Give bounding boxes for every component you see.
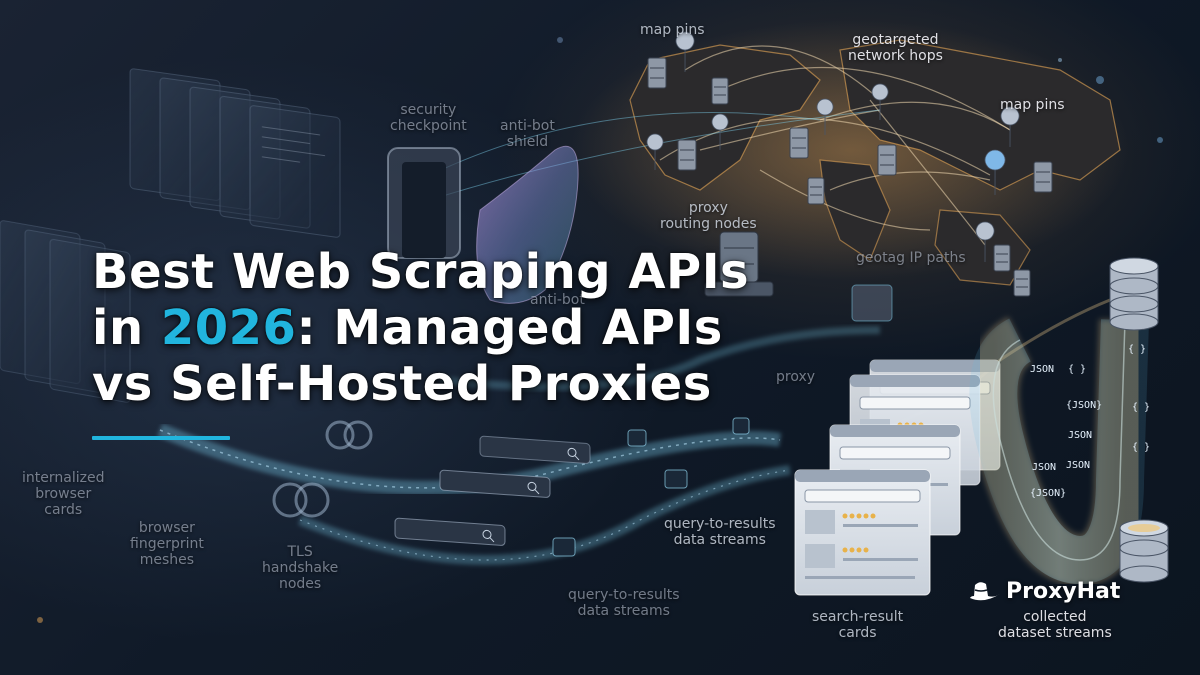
label-anti-bot-faded: anti-bot xyxy=(530,292,585,308)
stream-token: JSON xyxy=(1066,460,1090,471)
label-geotargeted-network-hops: geotargeted network hops xyxy=(848,32,943,64)
title-year-highlight: 2026 xyxy=(160,300,297,356)
label-geotag-ip-paths: geotag IP paths xyxy=(856,250,966,266)
map-pin-icon xyxy=(646,31,1020,263)
label-proxy-faded: proxy xyxy=(776,369,816,385)
page-title: Best Web Scraping APIs in 2026: Managed … xyxy=(92,244,749,412)
label-proxy-routing-nodes: proxy routing nodes xyxy=(660,200,757,232)
dataset-stream-tube xyxy=(967,316,1151,587)
title-accent-underline xyxy=(92,436,230,440)
hat-icon xyxy=(970,582,1000,601)
title-line-2-suffix: : Managed APIs xyxy=(296,300,723,356)
anti-bot-shield xyxy=(476,145,579,304)
bokeh-lights xyxy=(37,37,1163,623)
label-search-result-cards: search-result cards xyxy=(812,609,904,641)
label-internalized-browser-cards: internalized browser cards xyxy=(22,470,105,518)
label-tls-handshake-nodes: TLS handshake nodes xyxy=(262,544,339,592)
label-query-results-mid: query-to-results data streams xyxy=(664,516,776,548)
title-line-2: in 2026: Managed APIs xyxy=(92,300,749,356)
stream-token: { } xyxy=(1132,442,1150,453)
stream-token: {JSON} xyxy=(1066,400,1102,411)
title-line-2-prefix: in xyxy=(92,300,161,356)
label-query-results-bottom: query-to-results data streams xyxy=(568,587,680,619)
stream-token: { } xyxy=(1128,344,1146,355)
stream-token: JSON xyxy=(1030,364,1054,375)
security-checkpoint-gate xyxy=(387,147,461,259)
title-line-3: vs Self-Hosted Proxies xyxy=(92,356,712,412)
brand-logo: ProxyHat xyxy=(966,578,1120,604)
stream-token: JSON xyxy=(1068,430,1092,441)
label-map-pins-right: map pins xyxy=(1000,97,1065,113)
stream-token: {JSON} xyxy=(1030,488,1066,499)
search-bar xyxy=(394,435,591,546)
brand-name: ProxyHat xyxy=(1006,578,1121,604)
tls-handshake-rings xyxy=(272,420,373,518)
label-anti-bot-shield: anti-bot shield xyxy=(500,118,555,150)
json-token-icon xyxy=(552,417,750,557)
stream-tokens: JSON { } {JSON} JSON JSON JSON {JSON} { … xyxy=(1030,344,1150,499)
label-collected-dataset-streams: collected dataset streams xyxy=(998,609,1112,641)
world-map xyxy=(419,20,1130,297)
proxy-routing-node xyxy=(704,231,893,322)
title-line-1: Best Web Scraping APIs xyxy=(92,244,750,300)
label-map-pins-top: map pins xyxy=(640,22,705,38)
label-security-checkpoint: security checkpoint xyxy=(390,102,467,134)
browser-card-stack xyxy=(0,68,341,403)
stream-token: JSON xyxy=(1032,462,1056,473)
label-browser-fingerprint-meshes: browser fingerprint meshes xyxy=(130,520,204,568)
stream-token: { } xyxy=(1132,402,1150,413)
database-icon xyxy=(1109,257,1169,583)
stream-token: { } xyxy=(1068,364,1086,375)
server-rack-icon xyxy=(647,57,1053,297)
